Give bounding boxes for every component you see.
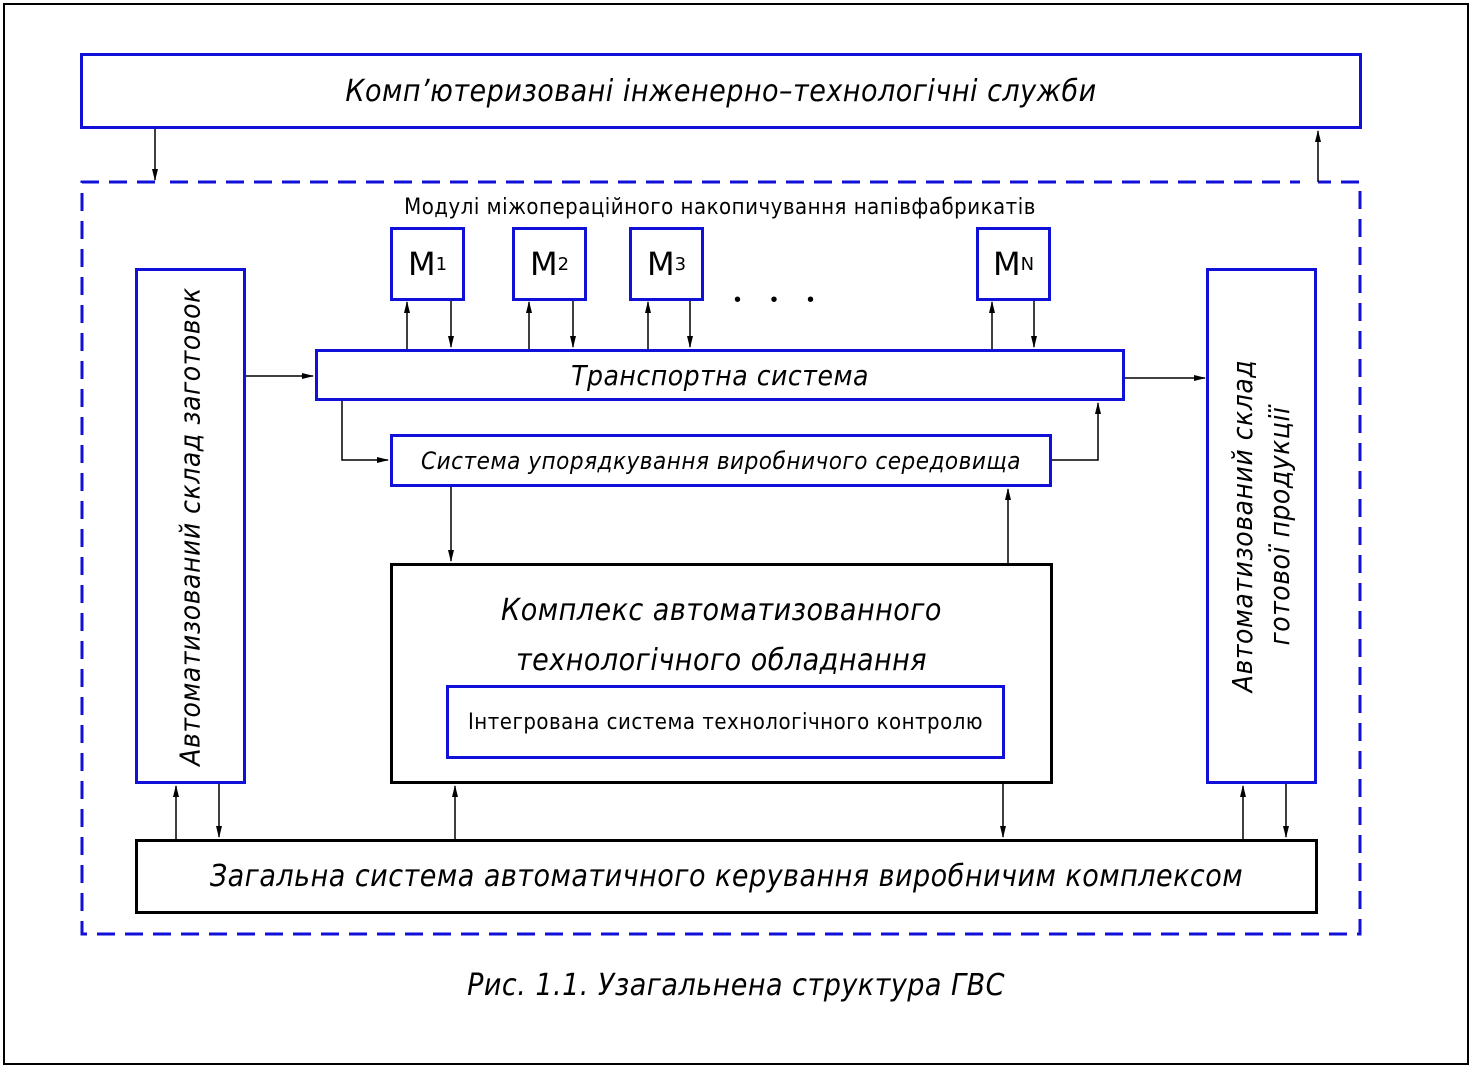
modules-caption: Модулі міжопераційного накопичування нап… bbox=[380, 190, 1060, 224]
outer-frame bbox=[3, 3, 1469, 1065]
system-boundary bbox=[80, 180, 1362, 936]
ellipsis-text: • • • bbox=[733, 288, 827, 311]
module-index: N bbox=[1020, 253, 1035, 275]
modules-caption-text: Модулі міжопераційного накопичування нап… bbox=[404, 194, 1036, 220]
equipment-complex-line1: Комплекс автоматизованного bbox=[501, 593, 942, 628]
figure-caption: Рис. 1.1. Узагальнена структура ГВС bbox=[380, 962, 1092, 1008]
module-letter: M bbox=[646, 245, 675, 283]
modules-ellipsis: • • • bbox=[720, 280, 840, 320]
figure-caption-text: Рис. 1.1. Узагальнена структура ГВС bbox=[467, 967, 1005, 1003]
module-index: 1 bbox=[435, 253, 448, 275]
management-system-label: Загальна система автоматичного керування… bbox=[209, 859, 1244, 894]
equipment-complex-box: Комплекс автоматизованного технологічног… bbox=[390, 563, 1053, 784]
module-letter: M bbox=[407, 245, 436, 283]
module-letter: M bbox=[529, 245, 558, 283]
ordering-system-box: Система упорядкування виробничого середо… bbox=[390, 434, 1052, 487]
module-index: 3 bbox=[674, 253, 687, 275]
control-system-box: Інтегрована система технологічного контр… bbox=[446, 685, 1005, 759]
transport-system-label: Транспортна система bbox=[571, 358, 869, 392]
management-system-box: Загальна система автоматичного керування… bbox=[135, 839, 1318, 914]
transport-system-box: Транспортна система bbox=[315, 349, 1125, 401]
control-system-label: Інтегрована система технологічного контр… bbox=[467, 709, 984, 735]
product-warehouse-line1: Автоматизований склад bbox=[1226, 359, 1260, 693]
module-index: 2 bbox=[557, 253, 570, 275]
product-warehouse-line2: готової продукції bbox=[1263, 406, 1297, 646]
blank-warehouse-label: Автоматизований склад заготовок bbox=[174, 286, 208, 766]
module-letter: M bbox=[992, 245, 1021, 283]
engineering-services-label: Комп’ютеризовані інженерно–технологічні … bbox=[345, 73, 1097, 109]
product-warehouse-labels: Автоматизований склад готової продукції bbox=[1227, 360, 1297, 692]
product-warehouse-box: Автоматизований склад готової продукції bbox=[1206, 268, 1317, 784]
equipment-complex-line2: технологічного обладнання bbox=[515, 643, 928, 678]
engineering-services-box: Комп’ютеризовані інженерно–технологічні … bbox=[80, 53, 1362, 129]
blank-warehouse-box: Автоматизований склад заготовок bbox=[135, 268, 246, 784]
ordering-system-label: Система упорядкування виробничого середо… bbox=[421, 446, 1021, 475]
